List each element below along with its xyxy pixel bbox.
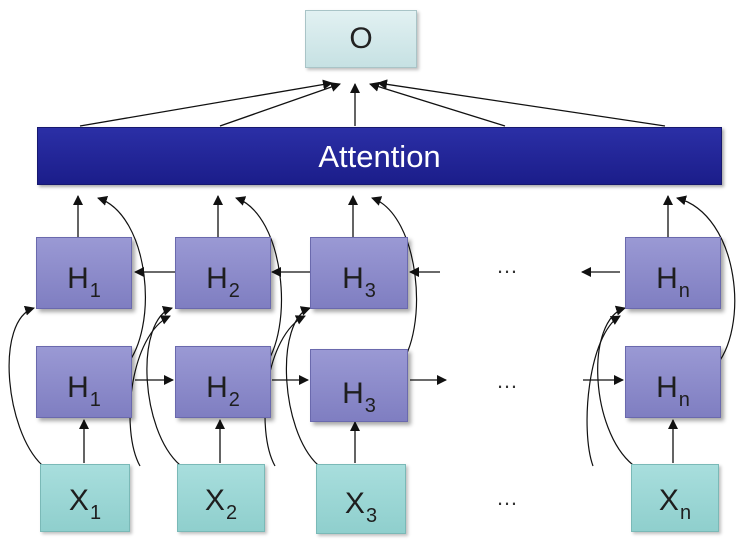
ellipsis-input-row: … xyxy=(496,485,519,510)
node-base: H xyxy=(67,262,89,295)
ellipsis-forward-row: … xyxy=(496,368,519,393)
node-sub: 3 xyxy=(364,280,376,302)
node-base: X xyxy=(344,487,365,520)
node-sub: 1 xyxy=(89,389,101,411)
forward-hidden-node: Hn xyxy=(625,346,721,418)
node-sub: 1 xyxy=(89,502,102,524)
node-sub: n xyxy=(679,502,692,524)
backward-hidden-node: H1 xyxy=(36,237,132,309)
node-base: X xyxy=(204,484,225,517)
input-node: X2 xyxy=(177,464,265,532)
node-base: X xyxy=(658,484,679,517)
output-node: O xyxy=(305,10,417,68)
forward-hidden-node: H1 xyxy=(36,346,132,418)
backward-hidden-node: Hn xyxy=(625,237,721,309)
node-sub: 2 xyxy=(225,502,238,524)
node-base: H xyxy=(206,262,228,295)
backward-to-attention-arrows xyxy=(73,195,673,237)
node-base: H xyxy=(206,371,228,404)
node-sub: 2 xyxy=(228,280,240,302)
output-label: O xyxy=(349,22,373,55)
node-base: H xyxy=(656,262,678,295)
node-sub: 1 xyxy=(89,280,101,302)
node-sub: n xyxy=(678,389,690,411)
forward-hidden-node: H3 xyxy=(310,349,408,422)
attention-label: Attention xyxy=(318,138,441,174)
backward-hidden-node: H2 xyxy=(175,237,271,309)
ellipsis-backward-row: … xyxy=(496,253,519,278)
input-node: X3 xyxy=(316,464,406,534)
node-base: H xyxy=(656,371,678,404)
input-node: Xn xyxy=(631,464,719,532)
input-to-forward-arrows xyxy=(79,419,678,463)
node-sub: 3 xyxy=(364,394,376,417)
node-base: H xyxy=(342,262,364,295)
forward-hidden-node: H2 xyxy=(175,346,271,418)
node-sub: 2 xyxy=(228,389,240,411)
backward-hidden-node: H3 xyxy=(310,237,408,309)
node-sub: 3 xyxy=(365,505,378,527)
node-base: H xyxy=(342,376,364,410)
node-base: H xyxy=(67,371,89,404)
node-sub: n xyxy=(678,280,690,302)
attention-layer: Attention xyxy=(37,127,722,185)
input-node: X1 xyxy=(40,464,130,532)
node-base: X xyxy=(68,484,89,517)
attention-to-output-arrows xyxy=(79,79,666,127)
